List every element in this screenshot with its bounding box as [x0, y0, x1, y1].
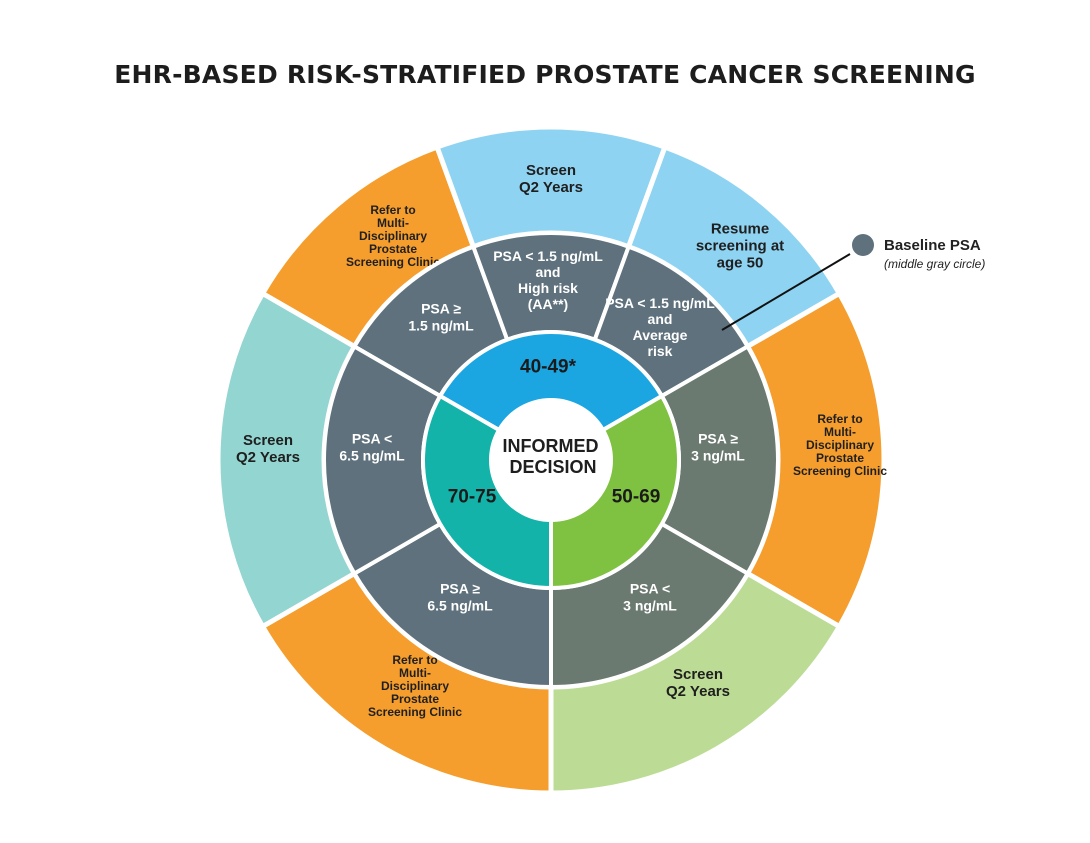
age-group-40-49-label: 40-49* — [520, 357, 577, 378]
psa-segment-psa-lt-1-5-high-label-line: and — [536, 264, 561, 280]
outcome-refer-70-75-label-line: Screening Clinic — [368, 705, 462, 719]
outcome-refer-70-75-label-line: Multi- — [399, 666, 431, 680]
age-group-50-69-label-line: 50-69 — [612, 487, 661, 508]
legend-subtitle: (middle gray circle) — [884, 257, 985, 271]
outcome-screen-q2-50-69-label-line: Q2 Years — [666, 683, 730, 700]
center-label-line-2: DECISION — [509, 457, 596, 477]
outcome-refer-40-49-label-line: Refer to — [370, 203, 415, 217]
psa-segment-psa-lt-1-5-avg-label-line: risk — [648, 343, 673, 359]
psa-segment-psa-lt-3-label-line: PSA < — [630, 580, 670, 596]
outcome-refer-50-69-label-line: Multi- — [824, 425, 856, 439]
psa-segment-psa-lt-3-label: PSA <3 ng/mL — [623, 580, 677, 613]
outcome-refer-70-75-label-line: Refer to — [392, 653, 437, 667]
psa-segment-psa-ge-6-5-label-line: PSA ≥ — [440, 580, 480, 596]
outcome-screen-q2-40-49-label-line: Q2 Years — [519, 179, 583, 196]
age-group-70-75-label-line: 70-75 — [448, 487, 497, 508]
age-group-40-49-label-line: 40-49* — [520, 357, 577, 378]
outcome-screen-q2-40-49-label-line: Screen — [526, 162, 576, 179]
psa-segment-psa-lt-1-5-avg-label-line: Average — [633, 327, 688, 343]
psa-segment-psa-lt-6-5-label-line: PSA < — [352, 430, 392, 446]
psa-segment-psa-ge-3-label-line: PSA ≥ — [698, 430, 738, 446]
psa-segment-psa-ge-3-label: PSA ≥3 ng/mL — [691, 430, 745, 463]
center-circle — [491, 400, 611, 520]
legend: Baseline PSA (middle gray circle) — [721, 234, 985, 331]
psa-segment-psa-lt-1-5-avg-label-line: PSA < 1.5 ng/mL — [605, 295, 715, 311]
age-group-70-75-label: 70-75 — [448, 487, 497, 508]
outcome-resume-50-label-line: screening at — [696, 237, 784, 254]
legend-title: Baseline PSA — [884, 237, 981, 254]
page-title: EHR-BASED RISK-STRATIFIED PROSTATE CANCE… — [114, 60, 976, 89]
psa-segment-psa-lt-1-5-high-label-line: PSA < 1.5 ng/mL — [493, 248, 603, 264]
psa-segment-psa-ge-6-5-label: PSA ≥6.5 ng/mL — [427, 580, 493, 613]
psa-segment-psa-ge-6-5-label-line: 6.5 ng/mL — [427, 597, 493, 613]
outcome-refer-40-49-label-line: Disciplinary — [359, 229, 427, 243]
outcome-refer-70-75-label-line: Prostate — [391, 692, 439, 706]
outcome-refer-70-75-label-line: Disciplinary — [381, 679, 449, 693]
outcome-refer-40-49-label-line: Prostate — [369, 242, 417, 256]
psa-segment-psa-ge-1-5-label: PSA ≥1.5 ng/mL — [408, 300, 474, 333]
psa-segment-psa-lt-1-5-high-label-line: High risk — [518, 280, 578, 296]
outcome-screen-q2-70-75-label-line: Screen — [243, 432, 293, 449]
legend-marker — [852, 234, 874, 256]
psa-segment-psa-ge-3-label-line: 3 ng/mL — [691, 447, 745, 463]
center-label-line-1: INFORMED — [502, 436, 598, 456]
outcome-screen-q2-70-75-label-line: Q2 Years — [236, 449, 300, 466]
outcome-refer-50-69-label-line: Refer to — [817, 412, 862, 426]
age-group-50-69-label: 50-69 — [612, 487, 661, 508]
outcome-refer-40-49-label-line: Screening Clinic — [346, 255, 440, 269]
outcome-refer-50-69-label-line: Prostate — [816, 451, 864, 465]
psa-segment-psa-lt-3-label-line: 3 ng/mL — [623, 597, 677, 613]
psa-segment-psa-lt-1-5-high-label-line: (AA**) — [528, 296, 568, 312]
psa-segment-psa-lt-1-5-avg-label-line: and — [648, 311, 673, 327]
center-label: INFORMED DECISION — [502, 436, 603, 477]
outcome-screen-q2-50-69-label-line: Screen — [673, 666, 723, 683]
psa-segment-psa-ge-1-5-label-line: PSA ≥ — [421, 300, 461, 316]
outcome-refer-40-49-label-line: Multi- — [377, 216, 409, 230]
psa-segment-psa-ge-1-5-label-line: 1.5 ng/mL — [408, 317, 474, 333]
psa-segment-psa-lt-6-5-label-line: 6.5 ng/mL — [339, 447, 405, 463]
legend-leader-line — [721, 253, 851, 331]
outcome-refer-50-69-label-line: Disciplinary — [806, 438, 874, 452]
psa-segment-psa-lt-6-5-label: PSA <6.5 ng/mL — [339, 430, 405, 463]
outcome-resume-50-label-line: Resume — [711, 220, 769, 237]
outcome-refer-50-69-label-line: Screening Clinic — [793, 464, 887, 478]
informed-decision-center: INFORMED DECISION — [491, 400, 611, 520]
outcome-resume-50-label-line: age 50 — [717, 254, 764, 271]
age-group-ring: 40-49* 50-69 70-75 — [421, 330, 681, 590]
